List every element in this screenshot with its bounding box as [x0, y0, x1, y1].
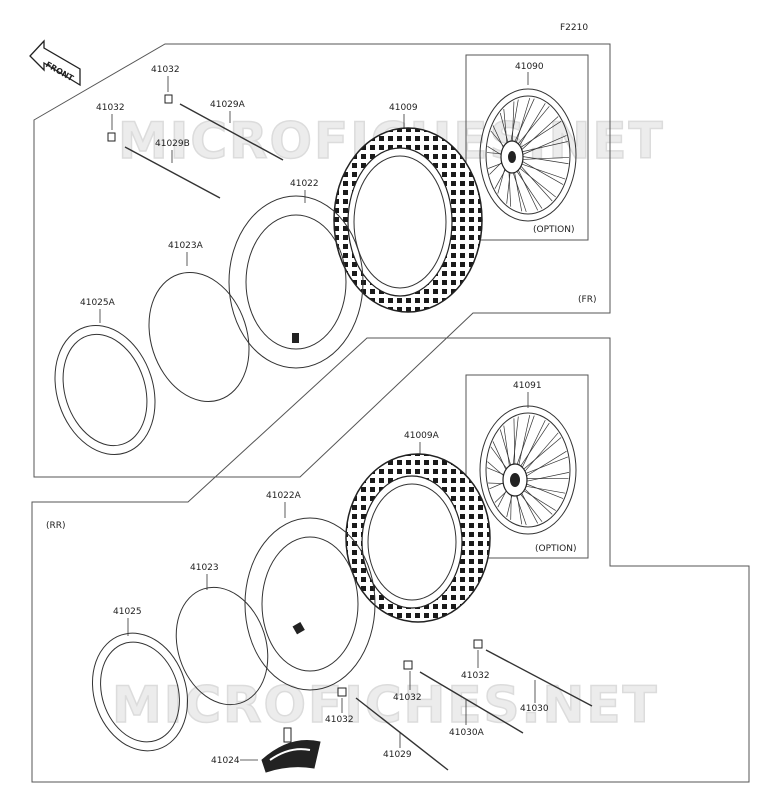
front-arrow-icon: FRONT	[29, 39, 81, 87]
label-41022: 41022	[290, 179, 319, 189]
label-41032-rear-right: 41032	[461, 671, 490, 681]
rear-nipple-right	[473, 639, 483, 649]
front-tube-valve	[292, 333, 299, 343]
label-41090: 41090	[515, 62, 544, 72]
front-option-box	[465, 54, 589, 241]
wheel-spoke	[516, 157, 569, 161]
wheel-spoke	[515, 161, 566, 180]
label-41032-front-b: 41032	[96, 103, 125, 113]
rear-spoke-mid	[419, 671, 524, 734]
wheel-spoke	[518, 419, 546, 476]
rear-spoke-right	[485, 649, 593, 707]
wheel-spoke	[519, 450, 567, 481]
wheel-spoke	[516, 155, 569, 165]
front-section-frame	[33, 43, 611, 478]
label-41032-front-a: 41032	[151, 65, 180, 75]
rear-rim-band	[175, 586, 269, 706]
rear-section-label: (RR)	[46, 521, 66, 531]
rear-tube	[244, 517, 376, 691]
label-41023A: 41023A	[168, 241, 204, 251]
figure-code: F2210	[560, 23, 588, 33]
rear-option-label: (OPTION)	[535, 544, 577, 554]
label-41029B: 41029B	[155, 139, 190, 149]
label-41030A: 41030A	[449, 728, 485, 738]
wheel-spoke	[513, 415, 535, 474]
label-41024: 41024	[211, 756, 240, 766]
front-section-label: (FR)	[578, 295, 596, 305]
rear-spoke-left	[355, 697, 449, 771]
wheel-spoke	[515, 160, 553, 202]
label-41091: 41091	[513, 381, 542, 391]
front-tube	[228, 195, 364, 369]
label-41023: 41023	[190, 563, 219, 573]
rim-lock	[261, 727, 321, 773]
wheel-spoke	[512, 106, 550, 151]
rear-option-box	[465, 374, 589, 559]
label-41022A: 41022A	[266, 491, 302, 501]
label-41009A: 41009A	[404, 431, 440, 441]
wheel-spoke	[517, 437, 562, 475]
wheel-spoke	[515, 103, 546, 153]
rear-nipple-mid	[403, 660, 413, 670]
wheel-spoke	[513, 163, 556, 198]
front-spoke-short	[124, 146, 221, 199]
wheel-spoke	[519, 472, 570, 484]
label-41025A: 41025A	[80, 298, 116, 308]
label-41009: 41009	[389, 103, 418, 113]
label-41025: 41025	[113, 607, 142, 617]
rear-tube-valve	[292, 622, 305, 635]
front-option-label: (OPTION)	[533, 225, 575, 235]
wheel-spoke	[515, 422, 550, 474]
front-nipple-a	[164, 94, 173, 104]
front-rim	[54, 325, 156, 455]
front-nipple-b	[107, 132, 116, 142]
rear-tire	[345, 453, 491, 623]
wheel-spoke	[516, 141, 568, 154]
rear-section-frame	[31, 337, 750, 783]
front-rim-band	[148, 272, 250, 402]
label-41032-rear-mid: 41032	[393, 693, 422, 703]
rear-rim	[91, 632, 189, 752]
rear-wheel-assy	[479, 405, 577, 535]
watermark-bottom: MICROFICHES.NET	[112, 676, 659, 734]
label-41029A: 41029A	[210, 100, 246, 110]
wheel-spoke	[514, 121, 562, 152]
label-41029: 41029	[383, 750, 412, 760]
front-spoke-long	[179, 103, 284, 161]
rear-nipple-left	[337, 687, 347, 697]
front-tire	[333, 127, 483, 313]
wheel-spoke	[516, 116, 559, 155]
label-41032-rear-left: 41032	[325, 715, 354, 725]
wheel-spoke	[516, 135, 567, 158]
label-41030: 41030	[520, 704, 549, 714]
wheel-spoke	[516, 158, 564, 185]
wheel-spoke	[519, 456, 568, 477]
wheel-spoke	[519, 432, 559, 478]
front-wheel-assy	[479, 88, 577, 222]
wheel-spoke	[516, 414, 531, 474]
wheel-spoke	[514, 162, 539, 211]
